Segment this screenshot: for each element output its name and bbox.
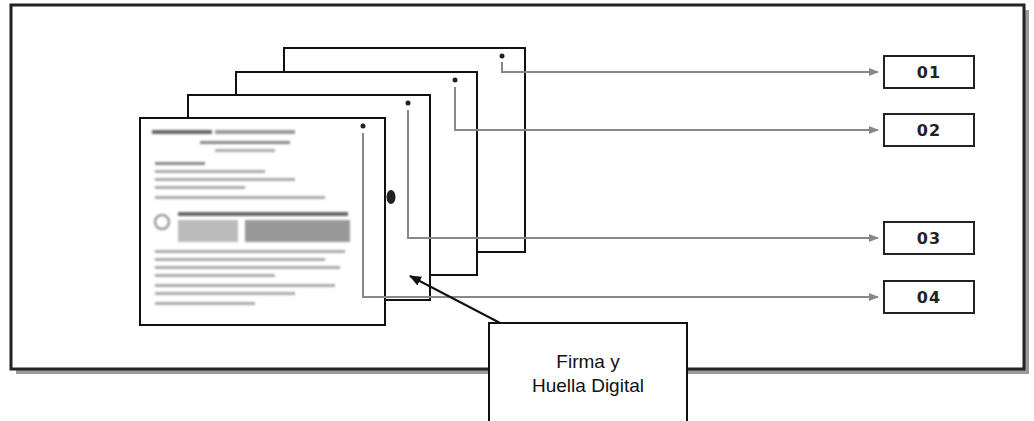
- leader-line: [455, 87, 878, 130]
- callout-label: Firma y Huella Digital: [528, 350, 649, 421]
- callout-number: 01: [917, 63, 941, 82]
- callout-number: 03: [917, 229, 941, 248]
- callout-number-box: 01: [883, 55, 975, 89]
- leader-line: [502, 62, 878, 72]
- callout-number-box: 02: [883, 113, 975, 147]
- document-page: [140, 118, 385, 325]
- blurred-document-content: [152, 130, 350, 305]
- callout-number: 02: [917, 121, 941, 140]
- callout-number-box: 04: [883, 280, 975, 314]
- callout-number: 04: [917, 288, 941, 307]
- leader-line: [363, 133, 878, 297]
- leader-line: [408, 110, 878, 238]
- callout-number-box: 03: [883, 221, 975, 255]
- callout-arrow: [410, 276, 502, 324]
- callout-box: Firma y Huella Digital: [488, 322, 688, 421]
- signature-mark: [387, 190, 396, 204]
- outer-frame: [11, 5, 1024, 369]
